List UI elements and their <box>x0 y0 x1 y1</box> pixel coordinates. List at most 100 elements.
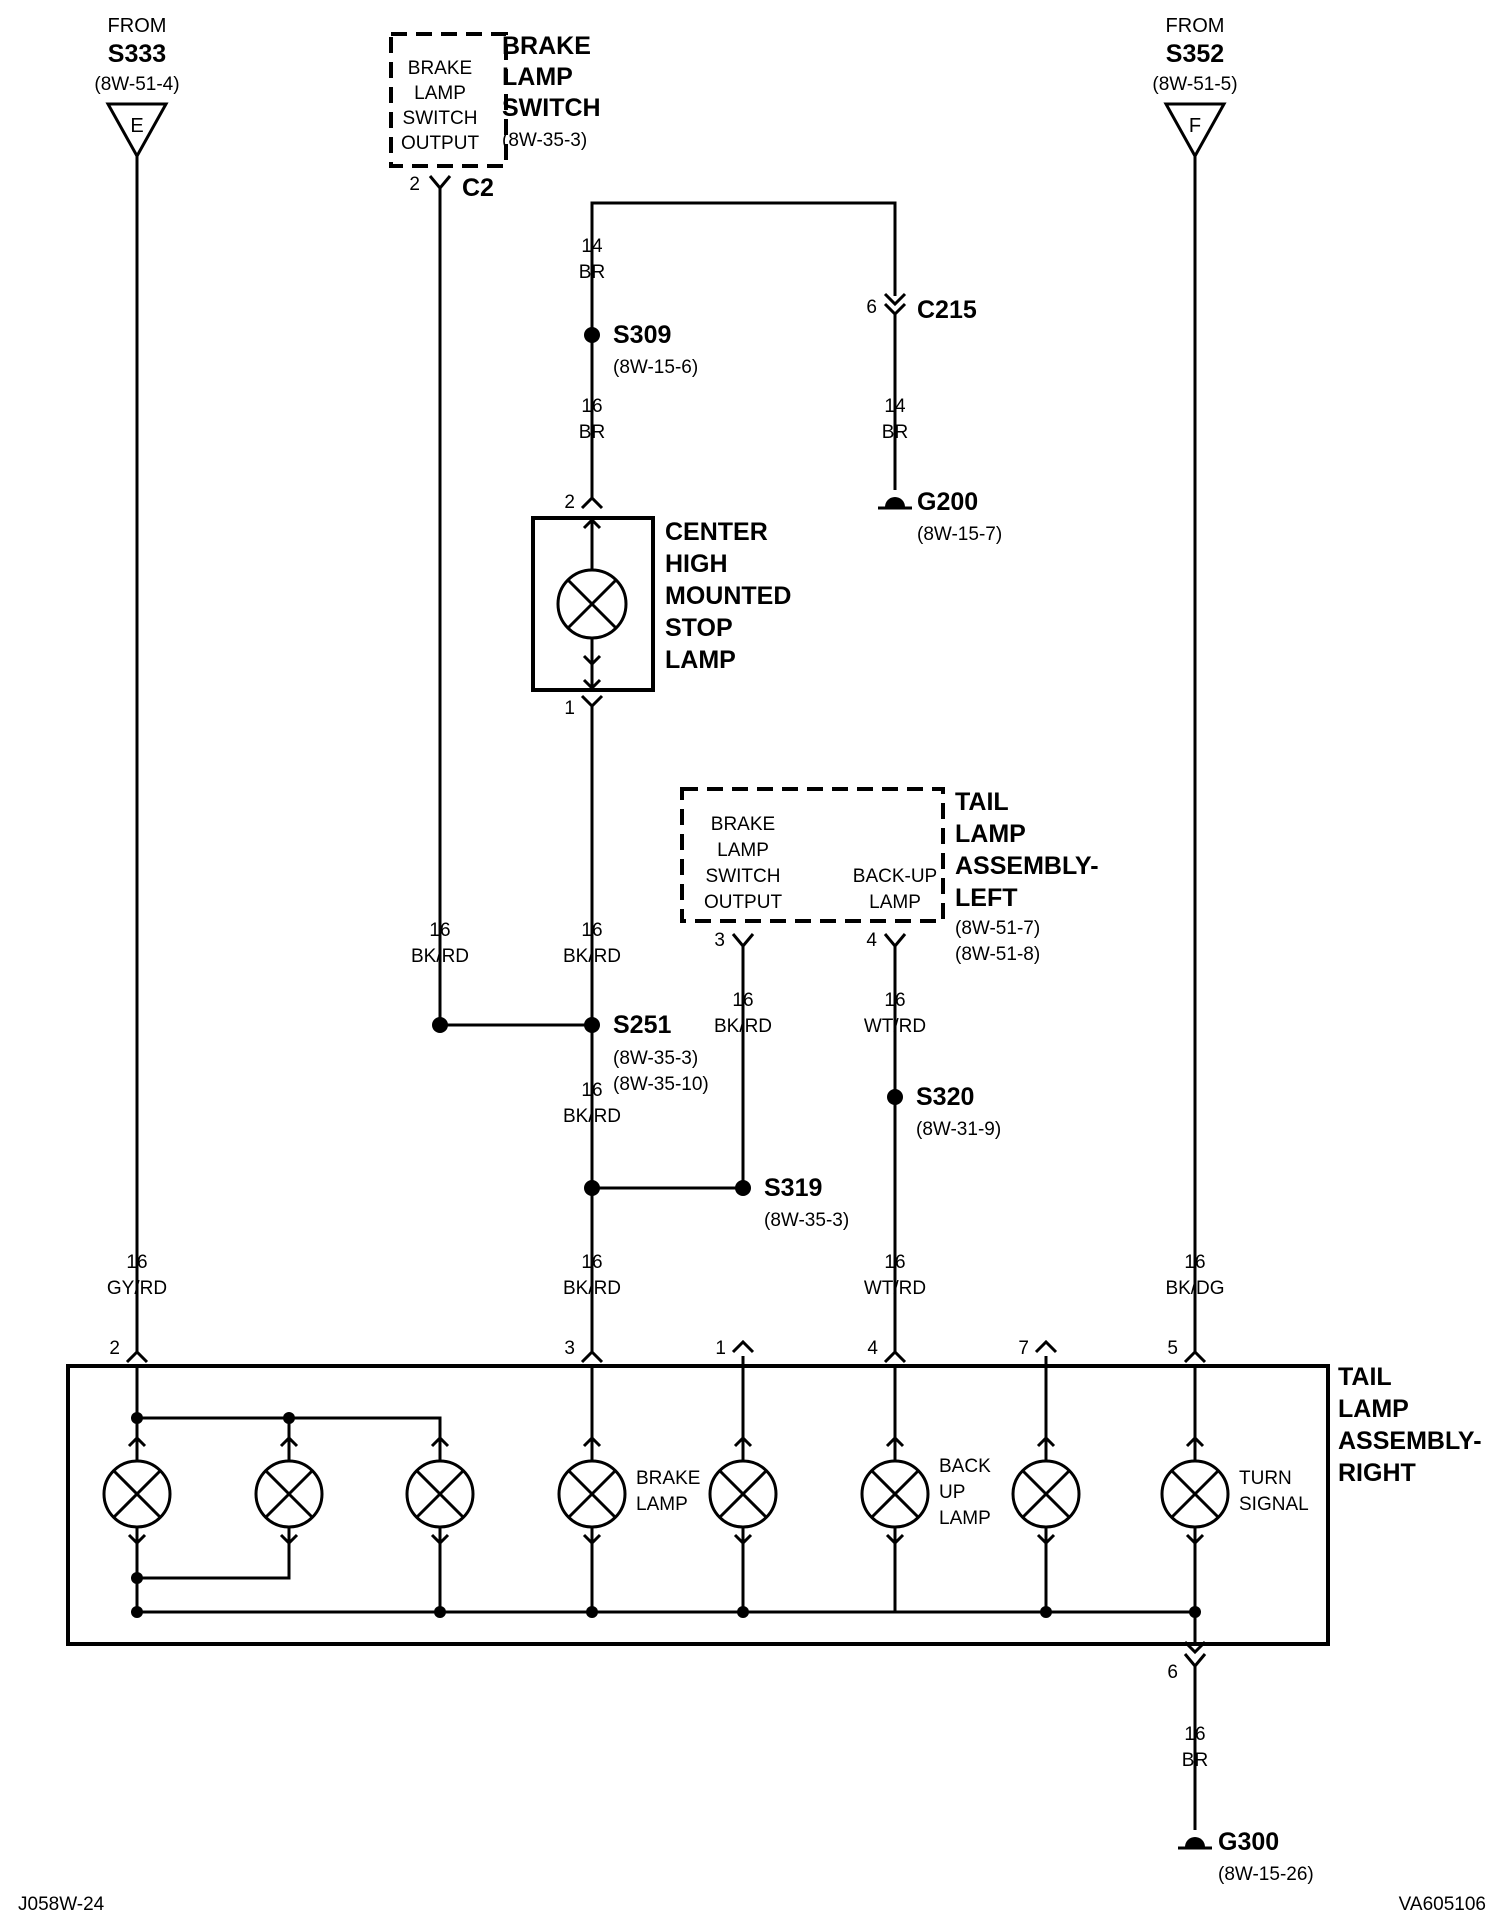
wire-bkrd-c2-gauge: 16 <box>429 920 450 941</box>
wire-wtrd-left-color: WT/RD <box>864 1016 926 1037</box>
chmsl-pin2-connector <box>580 495 604 510</box>
wire-bkrd-bottom-color: BK/RD <box>563 1278 621 1299</box>
tail-right-bulbs <box>102 1435 1230 1546</box>
brake-switch-title-2: LAMP <box>502 63 573 91</box>
tail-right-pin7-connector <box>1034 1339 1058 1354</box>
chmsl-terminal-bottom-2 <box>582 678 602 691</box>
junction-dot <box>131 1606 143 1618</box>
backup-lamp-label-3: LAMP <box>939 1508 991 1529</box>
wire-br-top-gauge: 14 <box>581 236 603 257</box>
bulb-x-2 <box>112 1469 162 1519</box>
chmsl-title-5: LAMP <box>665 646 736 674</box>
splice-s251-dot <box>584 1017 600 1033</box>
ground-g300-symbol <box>1185 1837 1205 1847</box>
tail-right-pin-2: 2 <box>109 1338 120 1359</box>
tail-right-title-1: TAIL <box>1338 1363 1392 1391</box>
wire-bkrd-c2-color: BK/RD <box>411 946 469 967</box>
wire-br-g300-gauge: 16 <box>1184 1724 1205 1745</box>
tail-left-pin3-connector <box>731 933 755 949</box>
c2-label: C2 <box>462 174 494 202</box>
center-high-mounted-stop-lamp: 2 1 CENTER HIGH MOUNTED STOP LAMP <box>531 492 791 719</box>
tail-right-pin-3: 3 <box>564 1338 575 1359</box>
connector-letter-f: F <box>1189 115 1201 137</box>
connector-c215-symbol-2 <box>883 302 907 317</box>
chmsl-terminal-bottom <box>582 654 602 667</box>
tail-left-title-4: LEFT <box>955 884 1018 912</box>
wire-bkrd-chmsl-gauge: 16 <box>581 920 602 941</box>
tail-right-pin3-connector <box>580 1349 604 1364</box>
from-s352-splice: S352 <box>1166 40 1224 68</box>
wire-bkdg-color: BK/DG <box>1165 1278 1224 1299</box>
tail-right-pin4-connector <box>883 1349 907 1364</box>
s319-s320-group: 16 BK/RD 16 WT/RD S320 (8W-31-9) S319 (8… <box>584 990 1001 1231</box>
c2-pin: 2 <box>409 174 420 195</box>
bulb-1 <box>102 1435 172 1546</box>
bulb-x-2 <box>1170 1469 1220 1519</box>
brake-lamp-label-2: LAMP <box>636 1494 688 1515</box>
wire-bkrd-chmsl-color: BK/RD <box>563 946 621 967</box>
int-bulb2-bot <box>137 1540 291 1580</box>
tail-lamp-assembly-right: TAIL LAMP ASSEMBLY- RIGHT 2 3 1 4 7 5 <box>66 1338 1482 1683</box>
splice-s319-left-dot <box>584 1180 600 1196</box>
chmsl-pin-bottom: 1 <box>564 698 575 719</box>
tail-right-pin5-connector <box>1183 1349 1207 1364</box>
wire-wtrd-bottom-gauge: 16 <box>884 1252 905 1273</box>
turn-signal-label-2: SIGNAL <box>1239 1494 1309 1515</box>
bulb-x-2 <box>415 1469 465 1519</box>
splice-s251-left-dot <box>432 1017 448 1033</box>
bulb-x-2 <box>718 1469 768 1519</box>
tail-right-title-3: ASSEMBLY- <box>1338 1427 1482 1455</box>
wire-wtrd-left-gauge: 16 <box>884 990 905 1011</box>
wire-bkrd-left-gauge: 16 <box>732 990 753 1011</box>
tail-left-pin-a: 3 <box>714 930 725 951</box>
bulb-7 <box>1011 1435 1081 1546</box>
wire-gyrd-gauge: 16 <box>126 1252 147 1273</box>
tail-left-inner-left-3: SWITCH <box>706 866 781 887</box>
tail-right-pin6-connector-1 <box>1183 1640 1207 1655</box>
tail-left-title-3: ASSEMBLY- <box>955 852 1099 880</box>
brake-switch-box <box>389 32 508 168</box>
tail-left-inner-right-1: BACK-UP <box>853 866 937 887</box>
tail-left-pin-b: 4 <box>866 930 877 951</box>
s251-name: S251 <box>613 1011 671 1039</box>
tail-right-title-4: RIGHT <box>1338 1459 1416 1487</box>
tail-left-title-2: LAMP <box>955 820 1026 848</box>
bulb-6 <box>860 1435 930 1546</box>
off-page-connector-e <box>105 102 169 160</box>
s319-name: S319 <box>764 1174 822 1202</box>
junction-dot <box>586 1606 598 1618</box>
bulb-x-2 <box>1021 1469 1071 1519</box>
footer-left-code: J058W-24 <box>18 1894 105 1915</box>
tail-right-pin-4: 4 <box>867 1338 878 1359</box>
wires <box>135 156 1197 1830</box>
wire-bkrd-mid-color: BK/RD <box>563 1106 621 1127</box>
wire-bkrd-mid-gauge: 16 <box>581 1080 602 1101</box>
s309-group: 14 BR S309 (8W-15-6) 16 BR <box>579 236 698 443</box>
junction-dot <box>1040 1606 1052 1618</box>
g200-name: G200 <box>917 488 978 516</box>
tail-left-title-1: TAIL <box>955 788 1009 816</box>
bulb-x-2 <box>870 1469 920 1519</box>
ground-g200-symbol <box>885 497 905 507</box>
s251-ref-1: (8W-35-3) <box>613 1048 698 1069</box>
brake-switch-inner-2: LAMP <box>414 83 466 104</box>
wire-br-chmsl-gauge: 16 <box>581 396 602 417</box>
bulb-x-2 <box>264 1469 314 1519</box>
wire-bkdg-gauge: 16 <box>1184 1252 1205 1273</box>
tail-right-title-2: LAMP <box>1338 1395 1409 1423</box>
from-s352-ref: (8W-51-5) <box>1152 74 1237 95</box>
connector-c215-symbol-1 <box>883 292 907 307</box>
brake-switch-inner-4: OUTPUT <box>401 133 480 154</box>
tail-left-pin4-connector <box>883 933 907 949</box>
from-s352-label: FROM <box>1166 15 1225 37</box>
junction-dot <box>131 1572 143 1584</box>
c215-pin: 6 <box>866 297 877 318</box>
tail-right-pin1-connector <box>731 1339 755 1354</box>
brake-lamp-label-1: BRAKE <box>636 1468 700 1489</box>
tail-lamp-assembly-left: BRAKE LAMP SWITCH OUTPUT BACK-UP LAMP TA… <box>680 787 1099 965</box>
junction-dot <box>283 1412 295 1424</box>
from-s333-splice: S333 <box>108 40 166 68</box>
junction-dot <box>1189 1606 1201 1618</box>
bulb-4 <box>557 1435 627 1546</box>
junction-dot <box>131 1412 143 1424</box>
